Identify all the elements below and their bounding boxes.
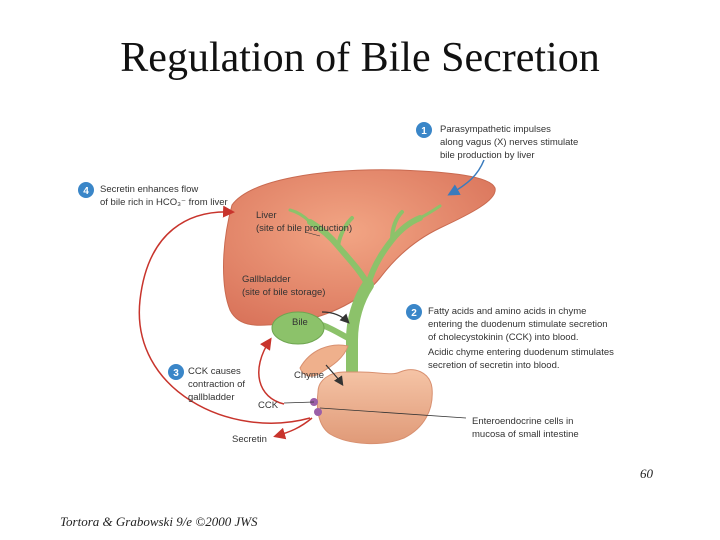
step-2-text: Fatty acids and amino acids in chyme ent…	[428, 306, 617, 371]
step-1-badge: 1	[416, 122, 432, 138]
chyme-label: Chyme	[294, 370, 324, 381]
step-3-text: CCK causes contraction of gallbladder	[188, 366, 248, 403]
intestine-shape	[316, 369, 433, 445]
cck-label: CCK	[258, 400, 279, 411]
bile-label: Bile	[292, 317, 308, 328]
page-number: 60	[640, 466, 653, 481]
liver-shape	[223, 169, 496, 326]
step-3-badge: 3	[168, 364, 184, 380]
enteroendocrine-cell-icon	[314, 408, 322, 416]
gallbladder-label: Gallbladder (site of bile storage)	[242, 274, 325, 298]
cck-pointer	[283, 401, 315, 404]
step-4-text: Secretin enhances flow of bile rich in H…	[100, 184, 228, 208]
step-2-badge: 2	[406, 304, 422, 320]
stomach-shape	[299, 344, 349, 377]
gallbladder-shape	[271, 311, 325, 345]
slide-title: Regulation of Bile Secretion	[120, 35, 600, 81]
liver-pointer	[304, 231, 321, 237]
svg-text:2: 2	[411, 308, 417, 319]
svg-text:4: 4	[83, 186, 89, 197]
vagus-nerve-arrow	[447, 159, 485, 196]
footer-credit: Tortora & Grabowski 9/e ©2000 JWS	[60, 514, 258, 529]
secretin-label: Secretin	[232, 434, 267, 445]
cck-to-gallbladder-arrow	[258, 337, 285, 405]
chyme-arrow	[325, 364, 344, 386]
liver-label: Liver (site of bile production)	[256, 210, 352, 234]
svg-text:1: 1	[421, 126, 427, 137]
secretin-release-arrow	[273, 417, 313, 440]
secretin-to-liver-arrow	[138, 205, 311, 424]
step-4-badge: 4	[78, 182, 94, 198]
enteroendocrine-label: Enteroendocrine cells in mucosa of small…	[472, 416, 579, 440]
enteroendocrine-pointer	[319, 407, 467, 419]
step-1-text: Parasympathetic impulses along vagus (X)…	[440, 124, 581, 161]
svg-text:3: 3	[173, 368, 179, 379]
bile-arrow	[321, 311, 350, 324]
